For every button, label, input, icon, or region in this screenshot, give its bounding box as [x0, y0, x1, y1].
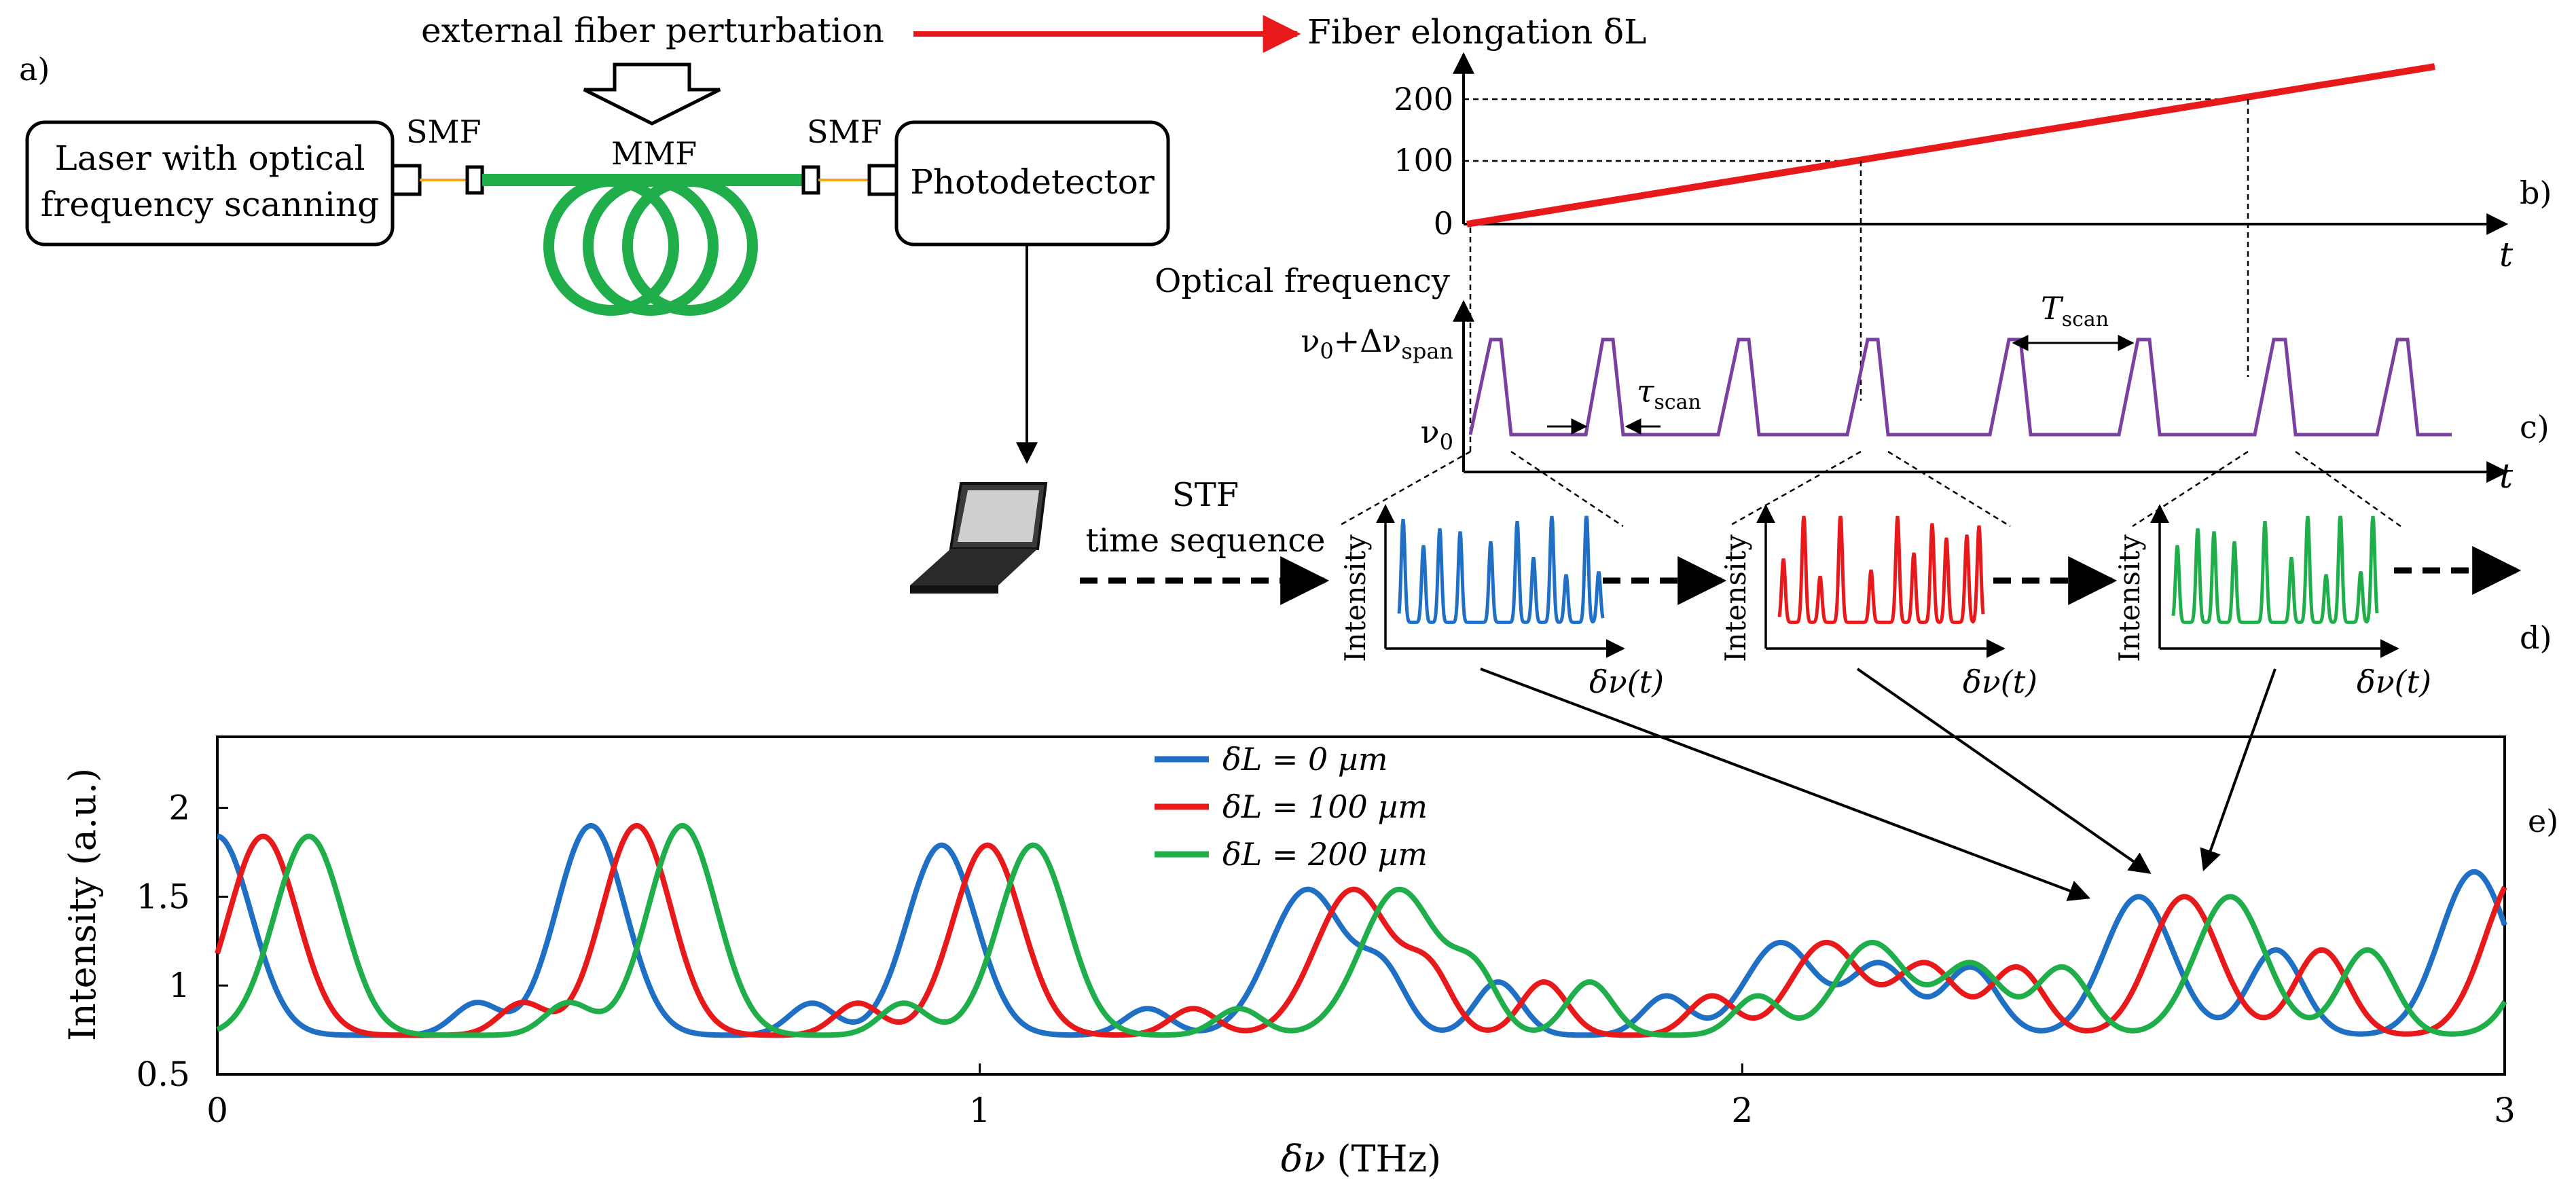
laptop-icon	[910, 482, 1048, 594]
laser-label-line1: Laser with optical	[54, 139, 365, 178]
e-ytick-label: 2	[168, 788, 190, 828]
e-series-200um	[216, 822, 2507, 1038]
connector-left-2	[465, 165, 484, 195]
e-ytick-label: 0.5	[136, 1055, 190, 1094]
b-ytick-0: 0	[1434, 205, 1453, 242]
e-xtick-label: 2	[1731, 1091, 1753, 1130]
optical-frequency-label: Optical frequency	[1155, 262, 1450, 300]
d2-xlabel: δν(t)	[1963, 663, 2037, 700]
b-t-axis: t	[2499, 235, 2514, 274]
connector-right-2	[867, 164, 899, 196]
panel-b-label: b)	[2520, 175, 2552, 211]
connector-left-1	[391, 164, 422, 196]
panel-d-label: d)	[2520, 619, 2552, 656]
d1-ylabel: Intensity	[1339, 534, 1372, 662]
d2-ylabel: Intensity	[1719, 534, 1752, 662]
link-arrow-blue	[1480, 668, 2090, 901]
e-xtick-label: 0	[206, 1091, 228, 1130]
external-perturbation-label: external fiber perturbation	[421, 11, 884, 50]
mini-stf-green	[2171, 515, 2379, 624]
e-series-100um	[215, 822, 2507, 1038]
link-arrow-red	[1856, 668, 2152, 874]
perturbation-arrow-icon	[583, 62, 721, 126]
mmf-label: MMF	[611, 135, 697, 172]
b-ytick-200: 200	[1394, 81, 1453, 117]
panel-c-label: c)	[2520, 409, 2550, 445]
smf-right-label: SMF	[807, 113, 882, 150]
panel-b: 0 100 200 t b)	[1394, 52, 2552, 274]
d3-ylabel: Intensity	[2113, 534, 2146, 662]
e-ytick-label: 1	[168, 966, 190, 1005]
e-xtick-label: 1	[969, 1091, 991, 1130]
mini-stf-blue	[1397, 515, 1605, 624]
c-ytick-nu0: ν0	[1421, 414, 1453, 455]
scan-sawtooth	[1468, 338, 2452, 437]
smf-left-label: SMF	[406, 113, 482, 150]
panel-c: Optical frequency ν0+Δνspan ν0 τscan Tsc…	[1155, 262, 2550, 496]
panel-e-label: e)	[2528, 803, 2558, 839]
link-arrow-green	[2200, 668, 2276, 872]
d3-xlabel: δν(t)	[2357, 663, 2431, 700]
e-xtick-label: 3	[2494, 1091, 2516, 1130]
fiber-elongation-label: Fiber elongation δL	[1307, 12, 1646, 52]
connector-right-1	[801, 165, 820, 195]
legend-0um: δL = 0 µm	[1222, 741, 1387, 778]
d1-xlabel: δν(t)	[1589, 663, 1664, 700]
elongation-line	[1466, 63, 2435, 227]
panel-a-label: a)	[19, 51, 50, 88]
b-ytick-100: 100	[1394, 142, 1453, 179]
e-legend: δL = 0 µm δL = 100 µm δL = 200 µm	[1155, 741, 1428, 873]
laser-label-line2: frequency scanning	[41, 185, 379, 224]
stf-label-line1: STF	[1172, 476, 1239, 514]
tau-scan-label: τscan	[1637, 373, 1701, 414]
c-t-axis: t	[2499, 456, 2514, 496]
e-frame	[216, 735, 2506, 1076]
T-scan-label: Tscan	[2041, 290, 2109, 331]
mini-stf-red	[1777, 515, 1985, 624]
e-ylabel: Intensity (a.u.)	[61, 768, 104, 1041]
panel-e: e) 0 1 2 3 0.5 1 1.5 2 Intensity (a.u.) δν (THz…	[61, 735, 2558, 1180]
photodetector-label: Photodetector	[910, 162, 1155, 202]
c-ytick-span: ν0+Δνspan	[1301, 323, 1453, 364]
e-ytick-label: 1.5	[136, 877, 190, 916]
e-xlabel: δν (THz)	[1281, 1137, 1441, 1180]
mmf-coil	[543, 176, 758, 316]
legend-200um: δL = 200 µm	[1222, 836, 1428, 873]
stf-label-line2: time sequence	[1085, 522, 1325, 560]
legend-100um: δL = 100 µm	[1222, 788, 1428, 825]
panel-d: Intensity δν(t) Intensity δν(t) Intensit…	[1337, 450, 2552, 700]
photodetector-box	[894, 120, 1170, 247]
e-axis-ticks: 0 1 2 3 0.5 1 1.5 2	[136, 788, 2515, 1130]
